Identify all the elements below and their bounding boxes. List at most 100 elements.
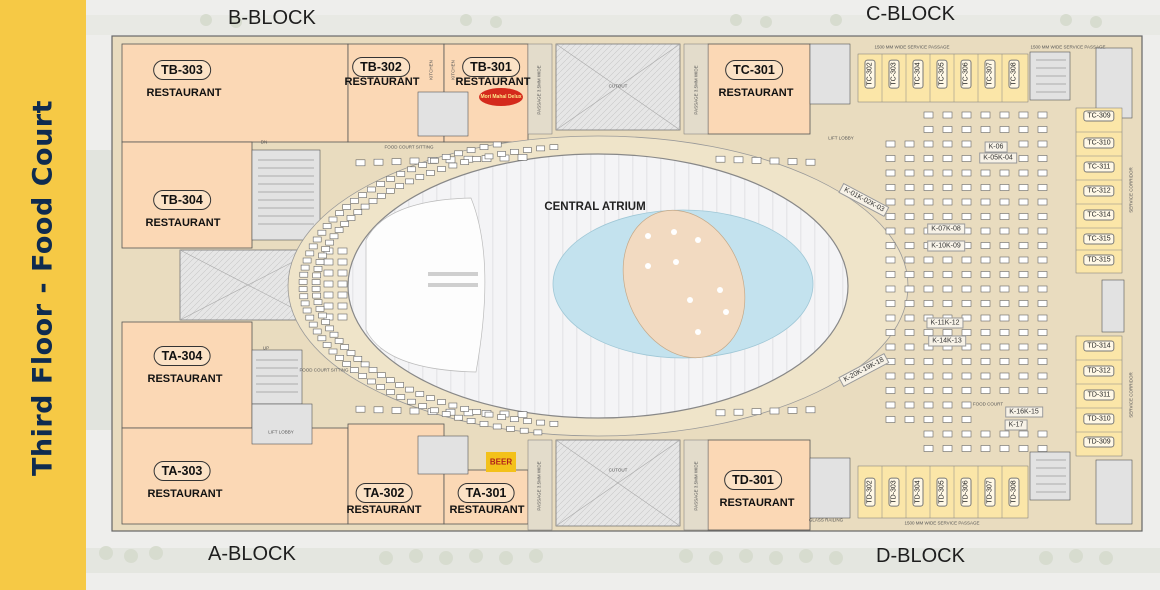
kitchen-label-1: KITCHEN <box>428 60 434 80</box>
shop-td308[interactable]: TD-308 <box>1008 477 1020 507</box>
unit-ta302-type: RESTAURANT <box>346 504 422 516</box>
glass-railing-label: GLASS RAILING <box>808 517 844 523</box>
beer-logo-text: BEER <box>489 457 513 467</box>
unit-tb303-type: RESTAURANT <box>146 87 222 99</box>
unit-ta304-type: RESTAURANT <box>147 373 223 385</box>
shop-td302[interactable]: TD-302 <box>864 477 876 507</box>
kiosk-k10-k09[interactable]: K-10K-09 <box>927 240 965 252</box>
passage-label-tl: PASSAGE 3.5MM WIDE <box>536 65 542 115</box>
unit-ta303-code[interactable]: TA-303 <box>153 461 211 481</box>
shop-td304[interactable]: TD-304 <box>912 477 924 507</box>
kiosk-k14-k13[interactable]: K-14K-13 <box>928 335 966 347</box>
shop-td315[interactable]: TD-315 <box>1083 254 1115 266</box>
floor-map: B-BLOCK C-BLOCK A-BLOCK D-BLOCK TB-303 R… <box>86 0 1160 590</box>
floor-title: Third Floor - Food Court <box>27 99 59 477</box>
shop-tc305[interactable]: TC-305 <box>936 59 948 89</box>
road-bottom <box>86 548 1160 573</box>
cutout-bottom-cross <box>555 439 681 527</box>
cutout-top-label: CUTOUT <box>608 83 628 89</box>
shop-tc302[interactable]: TC-302 <box>864 59 876 89</box>
central-stage <box>622 209 746 359</box>
passage-label-bl: PASSAGE 3.5MM WIDE <box>536 461 542 511</box>
walkway-bar-1 <box>428 272 478 276</box>
shop-tc311[interactable]: TC-311 <box>1083 161 1115 173</box>
shop-td312[interactable]: TD-312 <box>1083 365 1115 377</box>
food-court-label: FOOD COURT <box>972 401 1004 407</box>
unit-tb304-code[interactable]: TB-304 <box>153 190 211 210</box>
unit-ta304-code[interactable]: TA-304 <box>153 346 211 366</box>
shop-td303[interactable]: TD-303 <box>888 477 900 507</box>
kiosk-k16-k15[interactable]: K-16K-15 <box>1005 406 1043 418</box>
road-top <box>86 15 1160 35</box>
shop-tc315[interactable]: TC-315 <box>1083 233 1115 245</box>
service-passage-top-label: 1500 MM WIDE SERVICE PASSAGE <box>874 44 950 50</box>
shop-td311[interactable]: TD-311 <box>1083 389 1115 401</box>
kiosk-k06[interactable]: K-06 <box>984 141 1008 153</box>
unit-tb301-code[interactable]: TB-301 <box>462 57 520 77</box>
service-corridor-bottom-label: SERVICE CORRIDOR <box>1128 372 1134 418</box>
shop-tc309[interactable]: TC-309 <box>1083 110 1115 122</box>
shop-dividers <box>881 54 1122 518</box>
unit-td301-type: RESTAURANT <box>719 497 795 509</box>
beer-logo <box>486 452 516 472</box>
shop-td306[interactable]: TD-306 <box>960 477 972 507</box>
block-d-label: D-BLOCK <box>876 545 965 567</box>
shop-td309[interactable]: TD-309 <box>1083 436 1115 448</box>
kitchen-label-2: KITCHEN <box>450 60 456 80</box>
shop-tc306[interactable]: TC-306 <box>960 59 972 89</box>
unit-tb302-type: RESTAURANT <box>344 76 420 88</box>
unit-tb301-type: RESTAURANT <box>455 76 531 88</box>
shop-td310[interactable]: TD-310 <box>1083 413 1115 425</box>
shop-tc303[interactable]: TC-303 <box>888 59 900 89</box>
dn-label: DN <box>260 139 268 145</box>
shop-tc314[interactable]: TC-314 <box>1083 209 1115 221</box>
service-passage-top-right-label: 1500 MM WIDE SERVICE PASSAGE <box>1030 44 1106 50</box>
skylight-curve <box>365 197 486 373</box>
escalator-top-right <box>683 43 709 135</box>
shop-tc312[interactable]: TC-312 <box>1083 185 1115 197</box>
stage-tables <box>645 229 729 335</box>
unit-ta301-type: RESTAURANT <box>449 504 525 516</box>
shop-td305[interactable]: TD-305 <box>936 477 948 507</box>
service-passage-bottom-label: 1500 MM WIDE SERVICE PASSAGE <box>904 520 980 526</box>
shop-td314[interactable]: TD-314 <box>1083 340 1115 352</box>
unit-tc301-code[interactable]: TC-301 <box>725 60 783 80</box>
kiosk-k07-k08[interactable]: K-07K-08 <box>927 223 965 235</box>
shop-tc308[interactable]: TC-308 <box>1008 59 1020 89</box>
unit-tb303-code[interactable]: TB-303 <box>153 60 211 80</box>
lift-lobby-label: LIFT LOBBY <box>268 429 294 435</box>
passage-label-tr: PASSAGE 3.5MM WIDE <box>693 65 699 115</box>
food-court-seating <box>323 111 1048 452</box>
unit-ta302-code[interactable]: TA-302 <box>355 483 413 503</box>
unit-tb304-type: RESTAURANT <box>145 217 221 229</box>
shop-td307[interactable]: TD-307 <box>984 477 996 507</box>
cutout-bottom-label: CUTOUT <box>608 467 628 473</box>
mori-mahal-logo-text: Mori Mahal Delux <box>480 94 522 100</box>
escalator-top-left <box>527 43 553 135</box>
unit-tb302-code[interactable]: TB-302 <box>352 57 410 77</box>
kiosk-k11-k12[interactable]: K-11K-12 <box>926 317 964 329</box>
block-a-label: A-BLOCK <box>208 543 296 565</box>
mori-mahal-logo <box>479 88 523 106</box>
stair-treads <box>256 59 1066 493</box>
sidebar-banner: Third Floor - Food Court <box>0 0 86 590</box>
landscape-trees <box>99 14 1113 565</box>
shop-tc307[interactable]: TC-307 <box>984 59 996 89</box>
shop-tc310[interactable]: TC-310 <box>1083 137 1115 149</box>
food-court-sitting-label-top: FOOD COURT SITTING <box>384 144 434 150</box>
up-label: UP <box>262 345 270 351</box>
food-court-sitting-label-left: FOOD COURT SITTING <box>299 367 349 373</box>
shop-tc304[interactable]: TC-304 <box>912 59 924 89</box>
kiosk-k05-k04[interactable]: K-05K-04 <box>979 152 1017 164</box>
block-b-label: B-BLOCK <box>228 7 316 29</box>
lift-lobby-label-c: LIFT LOBBY <box>828 135 854 141</box>
service-corridor-top-label: SERVICE CORRIDOR <box>1128 167 1134 213</box>
escalator-bottom-right <box>683 439 709 531</box>
escalator-bottom-left <box>527 439 553 531</box>
walkway-bar-2 <box>428 283 478 287</box>
unit-td301-code[interactable]: TD-301 <box>724 470 782 490</box>
kiosk-k17[interactable]: K-17 <box>1004 419 1028 431</box>
central-atrium-label: CENTRAL ATRIUM <box>544 201 646 213</box>
unit-ta301-code[interactable]: TA-301 <box>457 483 515 503</box>
